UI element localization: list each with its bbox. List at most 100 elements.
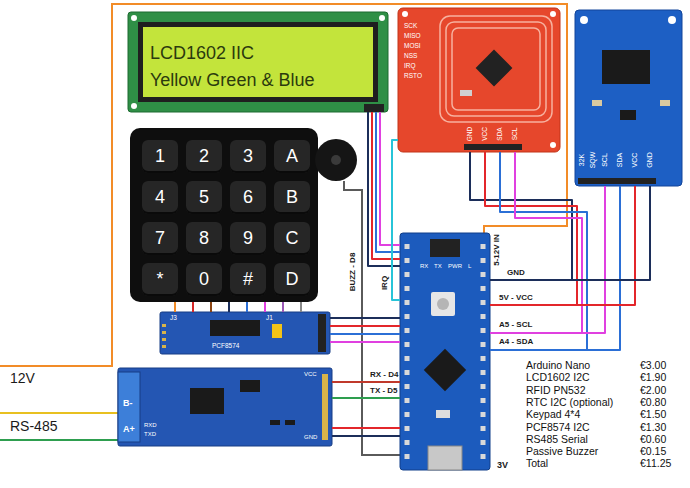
key-label: D [274, 263, 310, 296]
table-cell: Passive Buzzer [526, 446, 598, 458]
table-cell: €1.30 [640, 422, 666, 434]
arduino-nano: RXTXPWRL [400, 233, 490, 470]
wire [485, 152, 577, 305]
mount-hole [550, 11, 556, 17]
pin-label: GND [646, 152, 654, 168]
table-cell: Keypad 4*4 [526, 409, 580, 421]
signal-label: RX - D4 [369, 371, 399, 380]
mount-hole [379, 15, 385, 21]
wire [210, 302, 212, 312]
antenna-trace [440, 16, 552, 122]
smd-part [270, 420, 280, 425]
pin-label: IRQ [404, 62, 416, 69]
key-label: 5 [186, 181, 222, 214]
pin-label: A+ [123, 424, 135, 434]
table-cell: €3.00 [640, 360, 666, 372]
lcd-display: LCD1602 IIC Yellow Green & Blue [128, 12, 388, 112]
pin-label: GND [304, 434, 317, 441]
table-cell: RTC I2C (optional) [526, 397, 613, 409]
buzzer-hole [331, 155, 341, 165]
rs485-pcb [118, 368, 332, 446]
mount-hole [131, 15, 137, 21]
pin-label: GND [466, 127, 473, 141]
crystal [460, 90, 472, 96]
lcd-pcb [128, 12, 388, 112]
rtc-chip [602, 50, 650, 84]
key-label: 9 [230, 222, 266, 255]
pcf-chip [210, 320, 260, 336]
table-cell: €11.25 [640, 458, 671, 470]
key-label: 1 [142, 140, 178, 173]
pin-label: 3V [497, 461, 508, 471]
wire [490, 186, 620, 350]
table-cell: €2.00 [640, 385, 666, 397]
bus-label: RS-485 [10, 419, 57, 434]
pin-label: 5V - VCC [498, 294, 534, 303]
table-cell: €0.80 [640, 397, 666, 409]
mcu-chip [424, 349, 466, 391]
key-label: 6 [230, 181, 266, 214]
wire [246, 302, 248, 312]
smd-part [592, 100, 602, 106]
pin-header [405, 244, 410, 460]
key-label: C [274, 222, 310, 255]
power-label: 12V [10, 371, 35, 386]
rfid-pcb [398, 8, 560, 152]
pin-label: GND [506, 269, 526, 278]
board-label: J3 [170, 314, 177, 321]
keypad-body [130, 128, 318, 302]
wire [490, 152, 587, 350]
wire [332, 381, 400, 383]
terminal-block [118, 372, 140, 442]
wire [380, 112, 400, 245]
mount-hole [131, 103, 137, 109]
rtc-pcb [575, 10, 682, 186]
pin-label: 5-12V IN [493, 233, 502, 267]
pcf-pcb [160, 312, 330, 354]
table-cell: €0.60 [640, 434, 666, 446]
board-label: PWR [448, 263, 462, 270]
pin-label: B- [123, 398, 133, 408]
board-label: L [468, 263, 471, 270]
wire [368, 112, 400, 266]
board-label: PCF8574 [212, 342, 239, 349]
reset-button [437, 298, 449, 310]
wire [376, 112, 400, 252]
lcd-frame [138, 22, 378, 102]
table-cell: PCF8574 I2C [526, 422, 590, 434]
table-cell: Arduino Nano [526, 360, 590, 372]
smd-part [620, 110, 636, 120]
wire [192, 302, 194, 312]
pin-label: BUZZ - D8 [349, 252, 358, 293]
board-label: J1 [266, 314, 273, 321]
pin-label: SCK [404, 22, 417, 29]
wire [330, 325, 400, 327]
pin-header [162, 324, 166, 352]
io-expander-board: J3 J1PCF8574 [160, 312, 330, 354]
pin-header [364, 104, 384, 112]
rs485-b-wire [0, 412, 118, 414]
pin-label: SDA [496, 127, 503, 140]
lcd-text: Yellow Green & Blue [150, 70, 314, 91]
board-label: RX [420, 263, 428, 270]
key-label: # [230, 263, 266, 296]
table-cell: RFID PN532 [526, 385, 586, 397]
rfid-board: SCKMISOMOSINSSIRQRSTOGNDVCCSDASCL [398, 8, 560, 152]
wire [490, 186, 635, 305]
pin-label: TXD [144, 431, 156, 438]
pin-header [481, 244, 486, 460]
wire [330, 317, 400, 319]
wire [332, 397, 400, 399]
pin-label: RSTO [404, 72, 422, 79]
pin-header [464, 144, 522, 150]
key-label: B [274, 181, 310, 214]
wire [300, 302, 302, 312]
key-label: A [274, 140, 310, 173]
rs485-board: B-A+RXDTXDVCCGND [118, 368, 332, 446]
key-label: 4 [142, 181, 178, 214]
usb-port [428, 446, 462, 470]
lcd-text: LCD1602 IIC [150, 43, 254, 64]
wire [264, 302, 266, 312]
smd-part [660, 100, 670, 106]
